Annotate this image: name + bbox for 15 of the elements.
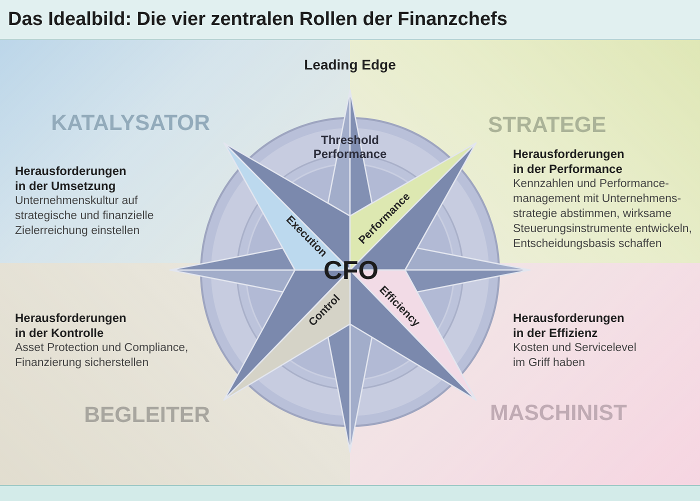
challenge-heading: Herausforderungen in der Umsetzung xyxy=(15,164,128,194)
compass-label: Leading Edge xyxy=(304,56,396,74)
challenge-heading: Herausforderungen in der Effizienz xyxy=(513,311,626,341)
role-heading: KATALYSATOR xyxy=(51,109,210,137)
ring-label: Threshold Performance xyxy=(312,133,388,161)
challenge-description: Kosten und Servicelevel im Griff haben xyxy=(513,341,638,371)
role-heading: STRATEGE xyxy=(488,111,606,139)
role-heading: BEGLEITER xyxy=(84,401,210,429)
challenge-heading: Herausforderungen in der Kontrolle xyxy=(15,311,128,341)
center-label: CFO xyxy=(324,256,378,284)
diagram-title: Das Idealbild: Die vier zentralen Rollen der Finanzchefs xyxy=(8,8,508,31)
challenge-description: Kennzahlen und Performance- management mit Unternehmens- strategie abstimmen, wirksame Steuerungsinstrumente entwickeln, Entscheidungsbasis schaffen xyxy=(513,177,693,252)
challenge-description: Unternehmenskultur auf strategische und finanzielle Zielerreichung einstellen xyxy=(15,194,155,239)
challenge-heading: Herausforderungen in der Performance xyxy=(513,147,626,177)
challenge-description: Asset Protection und Compliance, Finanzierung sicherstellen xyxy=(15,341,190,371)
